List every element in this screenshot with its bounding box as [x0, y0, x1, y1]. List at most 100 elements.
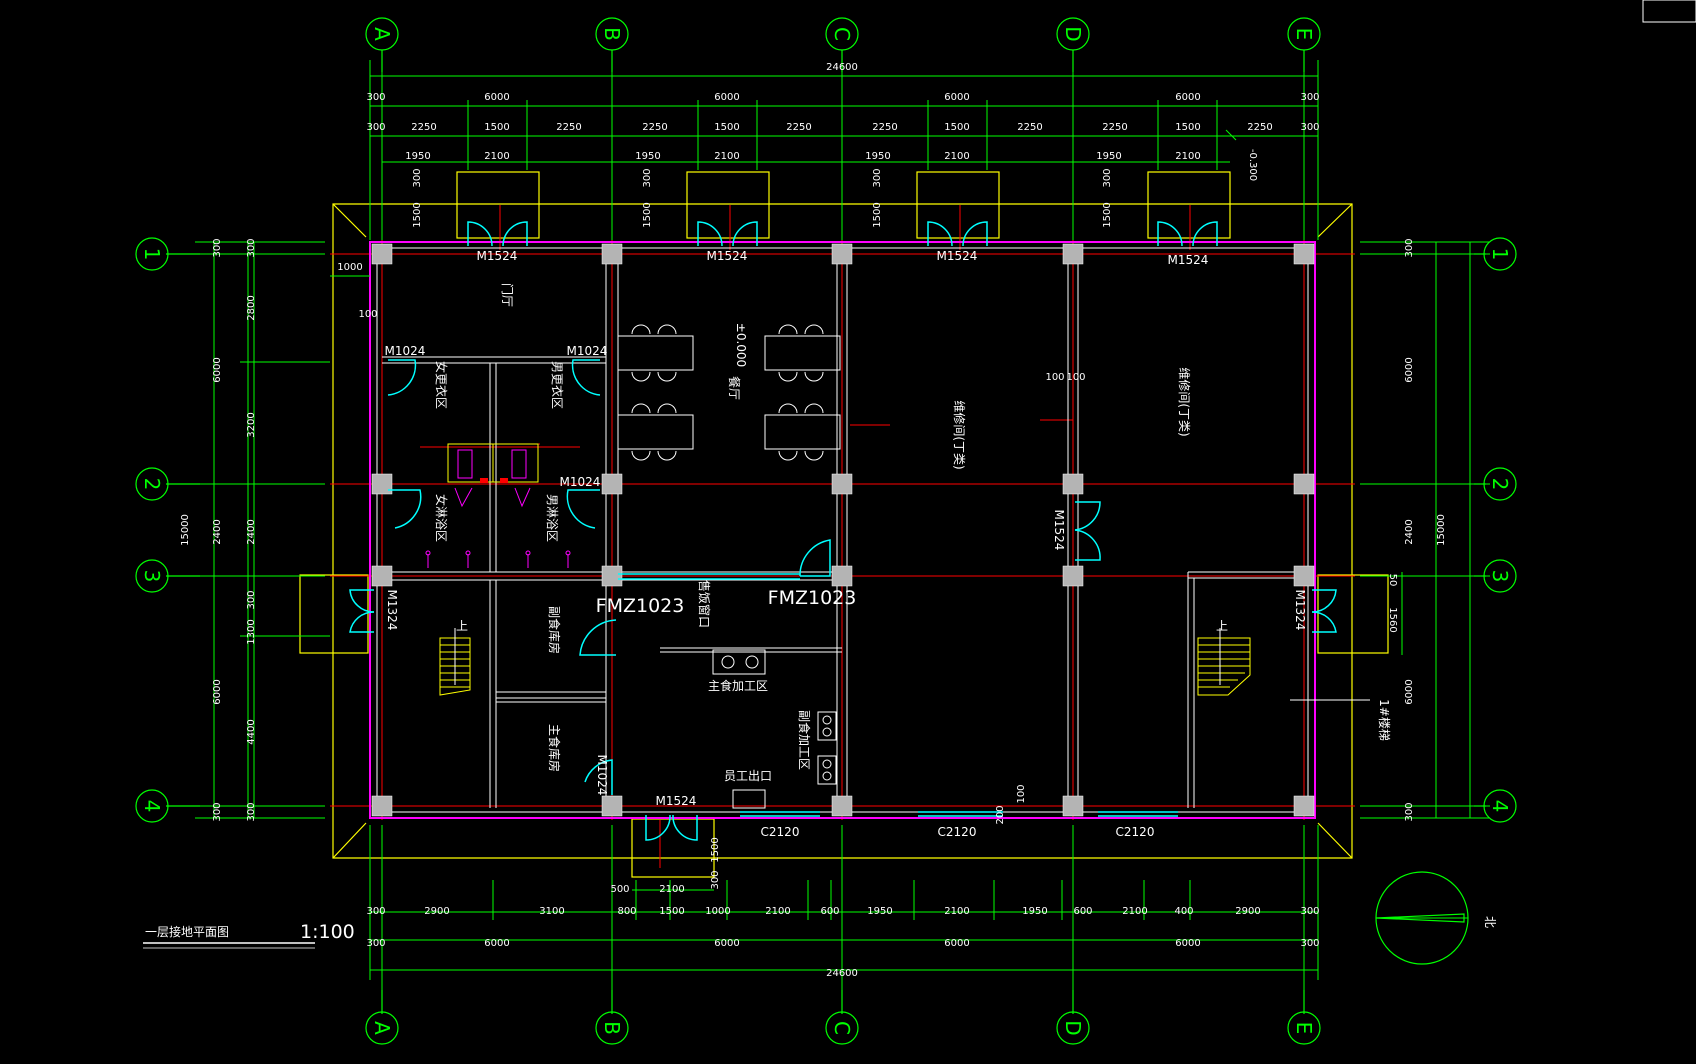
dim-left-34: 6000 [212, 679, 223, 704]
axis-label-top-c: C [830, 27, 854, 41]
dim-bot2-edge-r: 300 [1300, 938, 1319, 949]
dim-top2-a2: 1500 [484, 122, 509, 133]
dim-inner-100c: 100 [1016, 784, 1027, 803]
door-label-m1324-l: M1324 [385, 590, 399, 631]
door-label-m1524-c: M1524 [937, 249, 978, 263]
axis-label-top-b: B [600, 27, 624, 41]
door-label-m1024-a: M1024 [385, 344, 426, 358]
left-dimensions: 15000 6000 2400 6000 300 300 2800 3200 2… [180, 238, 378, 821]
dim-bot2-bay-1: 6000 [484, 938, 509, 949]
room-dining: 餐厅 [727, 376, 742, 400]
dim-left-2400: 2400 [246, 519, 257, 544]
right-dimensions: 15000 6000 2400 6000 300 300 1560 50 [1387, 238, 1447, 821]
dim-right-edge-b: 300 [1404, 802, 1415, 821]
dim-left-300-b: 300 [246, 802, 257, 821]
dining-tables [617, 324, 841, 809]
dim-bot-canopy-300: 300 [710, 870, 721, 889]
dim-top2-b1: 2250 [642, 122, 667, 133]
dim-canopy-c: 1500 [872, 202, 883, 227]
door-label-fmz-b: FMZ1023 [768, 587, 857, 609]
room-female-shower: 女淋浴区 [434, 494, 449, 542]
dim-bot2-bay-3: 6000 [944, 938, 969, 949]
dim-bot2-bay-2: 6000 [714, 938, 739, 949]
dim-bot-8: 1950 [867, 906, 892, 917]
dim-top3-d1: 1950 [1096, 151, 1121, 162]
axis-label-bottom-e: E [1292, 1022, 1316, 1035]
dim-right-edge-t: 300 [1404, 238, 1415, 257]
dim-bot-2100: 2100 [659, 884, 684, 895]
shower-fixtures [425, 449, 571, 568]
corner-frame [1642, 0, 1696, 23]
dim-left-edge-b: 300 [212, 802, 223, 821]
dim-bot-12: 2100 [1122, 906, 1147, 917]
dim-bot-6: 2100 [765, 906, 790, 917]
dim-left-12: 6000 [212, 357, 223, 382]
axis-label-left-1: 1 [140, 248, 164, 261]
axis-label-right-2: 2 [1488, 478, 1512, 491]
bottom-dimensions: 300 2900 3100 800 1500 1000 2100 600 195… [366, 837, 1319, 979]
dim-top2-edge-l: 300 [366, 122, 385, 133]
dim-top-bay-3: 6000 [944, 92, 969, 103]
axis-label-left-3: 3 [140, 570, 164, 583]
room-workshop-b: 维修间(丁类) [1177, 367, 1192, 436]
dim-top-total: 24600 [826, 62, 858, 73]
dim-inner-100a: 100 [1045, 372, 1064, 383]
dim-top2-d2: 1500 [1175, 122, 1200, 133]
axis-label-top-e: E [1292, 28, 1316, 41]
drawing-scale: 1:100 [300, 921, 355, 943]
stair-arrows [454, 628, 1370, 701]
dim-top-300-b: 300 [642, 168, 653, 187]
door-label-m1524-b: M1524 [707, 249, 748, 263]
dim-top2-a1: 2250 [411, 122, 436, 133]
stair-up-right: 上 [1216, 619, 1228, 633]
dimension-lines [195, 60, 1490, 1010]
dim-top3-c1: 1950 [865, 151, 890, 162]
dim-left-23: 2400 [212, 519, 223, 544]
door-labels: M1524 M1524 M1524 M1524 M1524 M1024 M102… [385, 249, 1307, 839]
stair-right [1197, 637, 1251, 696]
axis-label-bottom-d: D [1061, 1020, 1085, 1035]
axis-bubbles [135, 17, 1517, 1045]
dim-bot-10: 1950 [1022, 906, 1047, 917]
dim-top3-a2: 2100 [484, 151, 509, 162]
dim-top2-c1: 2250 [872, 122, 897, 133]
dim-left-2800: 2800 [246, 295, 257, 320]
axis-label-top-a: A [370, 27, 394, 41]
dim-bot-13: 400 [1174, 906, 1193, 917]
dim-bot-5: 1000 [705, 906, 730, 917]
dim-left-100: 100 [358, 309, 377, 320]
dim-top3-d2: 2100 [1175, 151, 1200, 162]
dim-top2-edge-r: 300 [1300, 122, 1319, 133]
door-label-m1524-e: M1524 [656, 794, 697, 808]
door-label-m1524-v: M1524 [1052, 510, 1066, 551]
dim-inner-100b: 100 [1066, 372, 1085, 383]
stair-note: 1#楼梯 [1377, 699, 1392, 741]
dim-right-12: 6000 [1404, 357, 1415, 382]
room-level-mark: ±0.000 [734, 323, 748, 367]
axis-label-right-1: 1 [1488, 248, 1512, 261]
axis-label-bottom-a: A [370, 1021, 394, 1035]
outer-outline [299, 171, 1389, 878]
north-label: 北 [1483, 916, 1497, 928]
columns [371, 243, 1315, 817]
dim-bot-total: 24600 [826, 968, 858, 979]
dim-top3-c2: 2100 [944, 151, 969, 162]
room-lobby: 门厅 [500, 283, 515, 307]
dim-top-300-d: 300 [1102, 168, 1113, 187]
dim-top3-b2: 2100 [714, 151, 739, 162]
room-sub-process: 副食加工区 [797, 710, 812, 770]
door-label-fmz-a: FMZ1023 [596, 595, 685, 617]
room-staple-store: 主食库房 [547, 724, 562, 772]
dim-left-300: 300 [246, 590, 257, 609]
room-staff-entry: 员工出口 [724, 769, 772, 783]
stair-left [439, 637, 471, 696]
dim-bot-4: 1500 [659, 906, 684, 917]
room-male-shower: 男淋浴区 [545, 494, 559, 542]
room-male-change: 男更衣区 [550, 361, 565, 409]
window-label-c2120-c: C2120 [1116, 825, 1155, 839]
dim-top3-b1: 1950 [635, 151, 660, 162]
dim-canopy-b: 1500 [642, 202, 653, 227]
dim-bot-11: 600 [1073, 906, 1092, 917]
dim-left-total: 15000 [180, 514, 191, 546]
